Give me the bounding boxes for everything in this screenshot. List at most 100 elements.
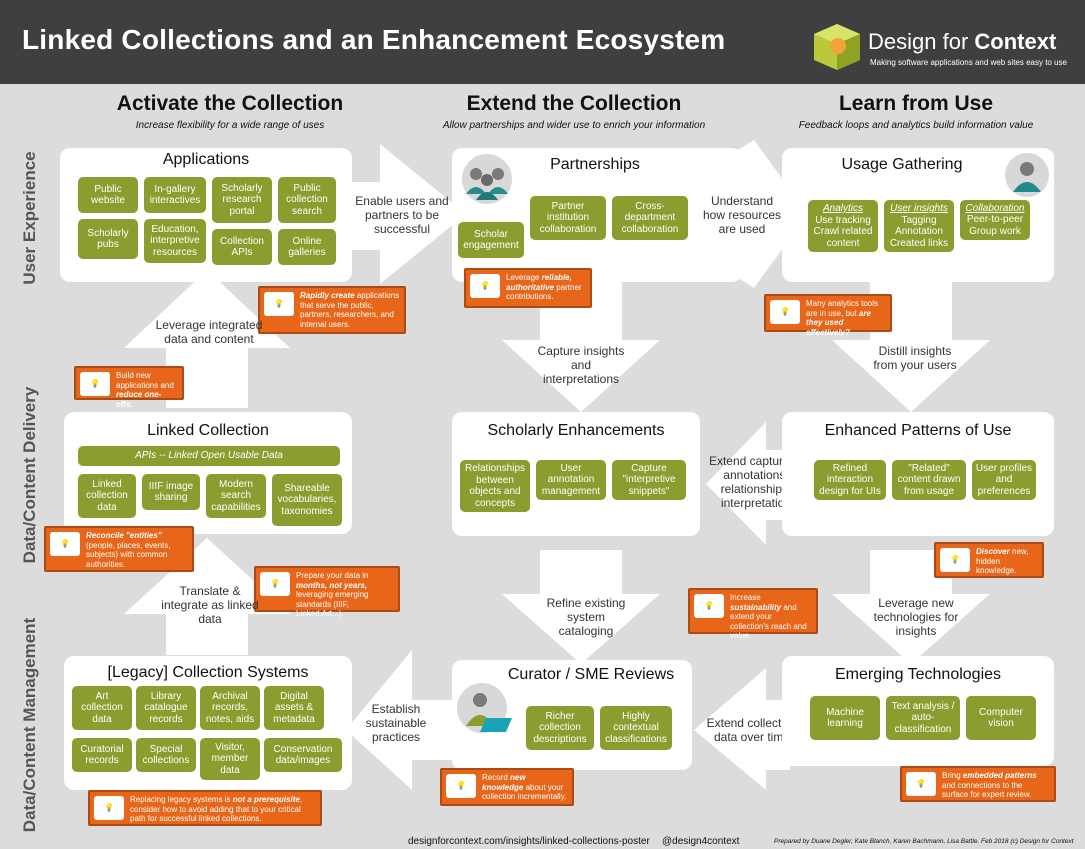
brand-name: Design for Context bbox=[868, 29, 1057, 54]
item-user-annotation: User annotation management bbox=[536, 460, 606, 500]
arrow-leverage-new bbox=[832, 550, 990, 664]
tip-build-new: 💡Build new applications and reduce one-o… bbox=[74, 366, 184, 409]
item-related-content: "Related" content drawn from usage bbox=[892, 460, 966, 500]
panel-title-applications: Applications bbox=[162, 151, 250, 168]
item-computer-vision: Computer vision bbox=[966, 696, 1036, 740]
item-relationships: Relationships between objects and concep… bbox=[460, 460, 530, 512]
arrow-label-extend-capture: Extend capture of annotations, relations… bbox=[708, 454, 804, 510]
tip-record-knowledge: 💡Record new knowledge about your collect… bbox=[440, 768, 574, 806]
arrow-leverage bbox=[124, 270, 290, 408]
item-collection-apis: Collection APIs bbox=[212, 229, 272, 265]
item-conservation-data: Conservation data/images bbox=[264, 738, 342, 772]
arrow-label-distill: Distill insights from your users bbox=[873, 344, 957, 372]
lightbulb-icon: 💡 bbox=[446, 774, 476, 798]
item-shareable-vocabularies: Shareable vocabularies, taxonomies bbox=[272, 474, 342, 526]
item-machine-learning: Machine learning bbox=[810, 696, 880, 740]
item-scholarly-research-portal: Scholarly research portal bbox=[212, 177, 272, 223]
item-visitor-member-data: Visitor, member data bbox=[200, 738, 260, 780]
item-online-galleries: Online galleries bbox=[278, 229, 336, 265]
item-scholar-engagement: Scholar engagement bbox=[458, 222, 524, 258]
column-title-learn: Learn from Use bbox=[838, 92, 994, 115]
tip-replace-legacy: 💡Replacing legacy systems is not a prere… bbox=[88, 790, 322, 826]
item-richer-descriptions: Richer collection descriptions bbox=[526, 706, 594, 750]
item-modern-search: Modern search capabilities bbox=[206, 474, 266, 518]
item-scholarly-pubs: Scholarly pubs bbox=[78, 219, 138, 259]
row-label-data-management: Data/Content Management bbox=[20, 617, 39, 833]
reviewer-laptop-icon bbox=[457, 683, 512, 733]
arrow-label-enable: Enable users and partners to be successf… bbox=[355, 194, 449, 236]
arrow-label-establish: Establish sustainable practices bbox=[365, 702, 427, 744]
lightbulb-icon: 💡 bbox=[770, 300, 800, 324]
item-user-profiles: User profiles and preferences bbox=[972, 460, 1036, 500]
tip-sustainability: 💡Increase sustainability and extend your… bbox=[688, 588, 818, 640]
arrow-label-leverage-new: Leverage new technologies for insights bbox=[873, 596, 959, 638]
arrow-extend-capture bbox=[706, 422, 790, 545]
item-public-website: Public website bbox=[78, 177, 138, 213]
lightbulb-icon: 💡 bbox=[470, 274, 500, 298]
poster-title: Linked Collections and an Enhancement Ec… bbox=[22, 24, 726, 55]
lightbulb-icon: 💡 bbox=[694, 594, 724, 618]
panel-title-curator: Curator / SME Reviews bbox=[507, 666, 675, 683]
tip-rapidly-create: 💡Rapidly create applications that serve … bbox=[258, 286, 406, 334]
cube-logo-icon bbox=[814, 24, 860, 70]
panel-title-linked: Linked Collection bbox=[147, 422, 269, 439]
arrow-label-capture: Capture insights and interpretations bbox=[537, 344, 625, 386]
column-subtitle-extend: Allow partnerships and wider use to enri… bbox=[442, 120, 706, 131]
lightbulb-icon: 💡 bbox=[906, 772, 936, 796]
header-bar bbox=[0, 0, 1085, 84]
lightbulb-icon: 💡 bbox=[940, 548, 970, 572]
item-special-collections: Special collections bbox=[136, 738, 196, 772]
item-refined-interaction: Refined interaction design for UIs bbox=[814, 460, 886, 500]
arrow-translate bbox=[124, 538, 290, 655]
tip-leverage-reliable: 💡Leverage reliable, authoritative partne… bbox=[464, 268, 592, 308]
item-curatorial-records: Curatorial records bbox=[72, 738, 132, 772]
item-digital-assets: Digital assets & metadata bbox=[264, 686, 324, 730]
item-education-resources: Education, interpretive resources bbox=[144, 219, 206, 263]
tip-reconcile: 💡Reconcile "entities" (people, places, e… bbox=[44, 526, 194, 572]
tip-analytics-tools: 💡Many analytics tools are in use, but ar… bbox=[764, 294, 892, 337]
column-title-activate: Activate the Collection bbox=[116, 92, 344, 115]
footer-handle[interactable]: @design4context bbox=[662, 836, 740, 847]
item-capture-snippets: Capture "interpretive snippets" bbox=[612, 460, 686, 500]
footer-url[interactable]: designforcontext.com/insights/linked-col… bbox=[408, 836, 650, 847]
lightbulb-icon: 💡 bbox=[264, 292, 294, 316]
item-iiif-image-sharing: IIIF image sharing bbox=[142, 474, 200, 510]
lightbulb-icon: 💡 bbox=[260, 572, 290, 596]
arrow-label-translate: Translate & integrate as linked data bbox=[161, 584, 259, 626]
column-subtitle-activate: Increase flexibility for a wide range of… bbox=[135, 120, 325, 131]
lightbulb-icon: 💡 bbox=[50, 532, 80, 556]
arrow-refine bbox=[502, 550, 660, 664]
arrow-label-extend-data: Extend collection data over time bbox=[706, 716, 798, 744]
row-label-data-delivery: Data/Content Delivery bbox=[20, 386, 39, 564]
arrow-label-understand: Understand how resources are used bbox=[702, 194, 782, 236]
item-linked-collection-data: Linked collection data bbox=[78, 474, 136, 518]
panel-title-patterns: Enhanced Patterns of Use bbox=[824, 422, 1012, 439]
person-icon bbox=[1005, 153, 1049, 197]
tip-discover: 💡Discover new, hidden knowledge. bbox=[934, 542, 1044, 578]
tip-prepare: 💡Prepare your data in months, not years,… bbox=[254, 566, 400, 618]
arrow-label-leverage: Leverage integrated data and content bbox=[155, 318, 263, 346]
arrow-understand bbox=[738, 140, 808, 288]
panel-title-partnerships: Partnerships bbox=[550, 156, 640, 173]
brand-tagline: Making software applications and web sit… bbox=[870, 58, 1067, 67]
item-public-collection-search: Public collection search bbox=[278, 177, 336, 223]
panel-title-legacy: [Legacy] Collection Systems bbox=[107, 664, 309, 681]
arrow-enable bbox=[350, 144, 466, 284]
item-library-catalogue: Library catalogue records bbox=[136, 686, 196, 730]
arrow-label-refine: Refine existing system cataloging bbox=[546, 596, 626, 638]
item-partner-institution: Partner institution collaboration bbox=[530, 196, 606, 240]
footer-credits: Prepared by Duane Degler, Kate Blanch, K… bbox=[774, 838, 1074, 845]
arrow-establish bbox=[346, 650, 460, 790]
item-in-gallery-interactives: In-gallery interactives bbox=[144, 177, 206, 213]
panel-title-emerging: Emerging Technologies bbox=[834, 666, 1002, 683]
item-text-analysis: Text analysis / auto-classification bbox=[886, 696, 960, 740]
column-subtitle-learn: Feedback loops and analytics build infor… bbox=[798, 120, 1034, 131]
lightbulb-icon: 💡 bbox=[94, 796, 124, 820]
panel-title-scholarly: Scholarly Enhancements bbox=[487, 422, 665, 439]
panel-title-usage: Usage Gathering bbox=[841, 156, 963, 173]
item-archival-records: Archival records, notes, aids bbox=[200, 686, 260, 730]
tip-embedded-patterns: 💡Bring embedded patterns and connections… bbox=[900, 766, 1056, 802]
people-group-icon bbox=[462, 154, 512, 204]
